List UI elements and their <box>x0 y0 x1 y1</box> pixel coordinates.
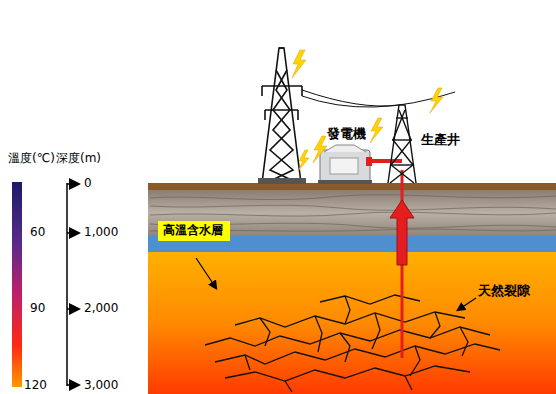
natural-fractures <box>205 295 500 392</box>
ground-surface <box>148 183 556 190</box>
tower-base <box>258 178 306 184</box>
steam-pipe-flange <box>366 157 372 166</box>
aquifer-leader <box>196 258 216 288</box>
depth-value: 2,000 <box>84 302 118 315</box>
component-label: 生產井 <box>421 133 460 147</box>
generator <box>318 145 372 184</box>
aquifer-tag: 高溫含水層 <box>158 221 230 241</box>
temperature-value: 90 <box>30 302 45 315</box>
node-text: 高溫含水層 <box>163 223 225 237</box>
feature-label: 天然裂隙 <box>478 284 530 298</box>
depth-value: 3,000 <box>84 379 118 392</box>
upflow-arrow <box>390 200 414 265</box>
component-label: 發電機 <box>327 127 366 141</box>
drilling-derrick <box>388 105 416 183</box>
axis-title: 溫度(℃) <box>8 152 55 165</box>
depth-value: 1,000 <box>84 226 118 239</box>
hot-zone <box>148 252 556 394</box>
axis-title: 深度(m) <box>56 152 101 165</box>
steam-pipe <box>370 159 402 163</box>
temperature-value: 60 <box>30 226 45 239</box>
depth-axis <box>67 183 78 386</box>
electricity-bolts <box>292 50 443 171</box>
temperature-value: 120 <box>24 379 47 392</box>
temperature-bar <box>12 182 22 387</box>
fracture-leader <box>458 298 476 310</box>
depth-value: 0 <box>84 177 92 190</box>
